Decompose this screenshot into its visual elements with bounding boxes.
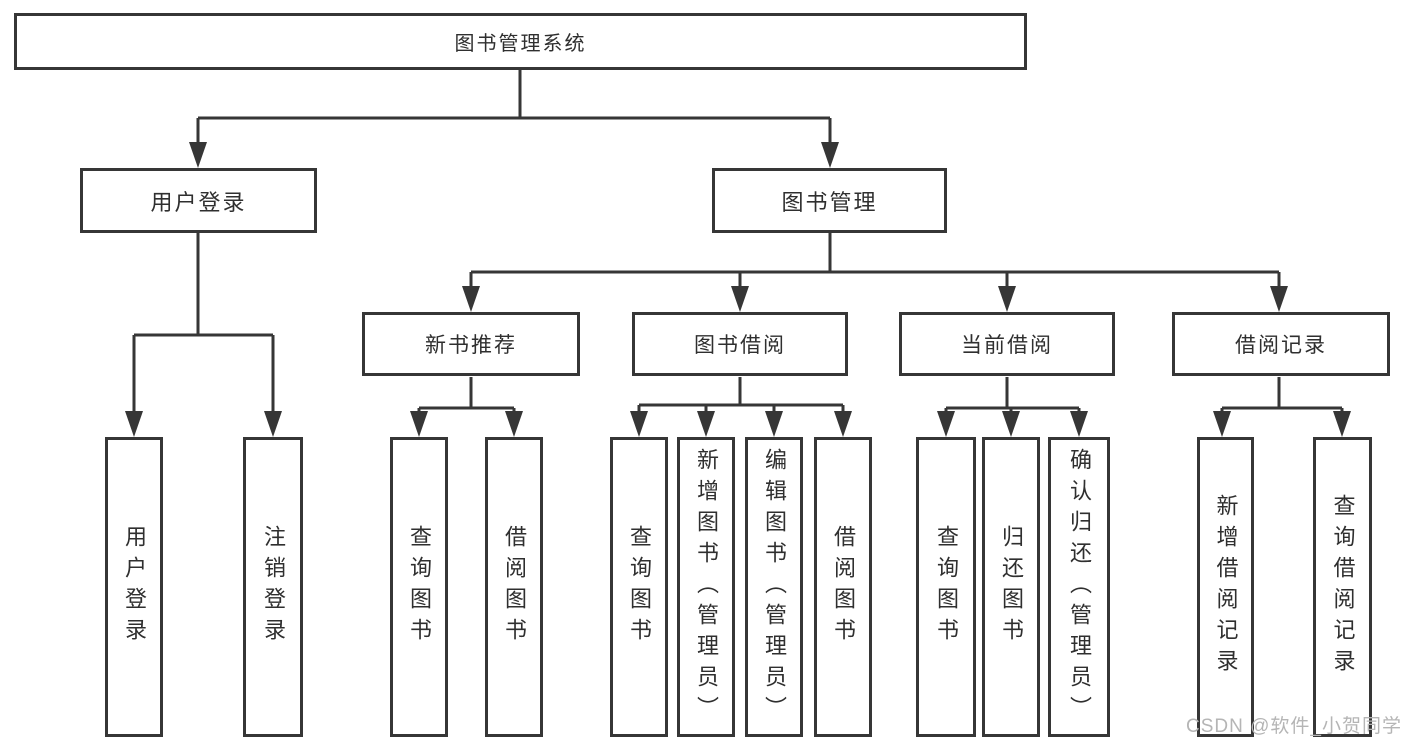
- node-new-book-recommend-label: 新书推荐: [425, 334, 517, 357]
- node-return-books-label: 归还图书: [999, 525, 1024, 649]
- node-confirm-return-admin-label: 确认归还（管理员）: [1067, 447, 1092, 727]
- node-user-login: 用户登录: [80, 168, 317, 233]
- node-login: 用户登录: [105, 437, 163, 737]
- csdn-watermark: CSDN @软件_小贺同学: [1186, 716, 1402, 737]
- node-add-borrow-record: 新增借阅记录: [1197, 437, 1254, 737]
- node-borrow-books-recommend: 借阅图书: [485, 437, 543, 737]
- node-logout: 注销登录: [243, 437, 303, 737]
- node-query-borrow-record: 查询借阅记录: [1313, 437, 1372, 737]
- node-confirm-return-admin: 确认归还（管理员）: [1048, 437, 1110, 737]
- node-query-books-recommend: 查询图书: [390, 437, 448, 737]
- node-edit-book-admin-label: 编辑图书（管理员）: [762, 447, 787, 727]
- node-borrow-books-borrowing-label: 借阅图书: [831, 525, 856, 649]
- node-borrow-books-borrowing: 借阅图书: [814, 437, 872, 737]
- node-query-books-current: 查询图书: [916, 437, 976, 737]
- node-logout-label: 注销登录: [261, 525, 286, 649]
- node-query-books-borrowing: 查询图书: [610, 437, 668, 737]
- node-query-books-recommend-label: 查询图书: [407, 525, 432, 649]
- node-new-book-recommend: 新书推荐: [362, 312, 580, 376]
- node-return-books: 归还图书: [982, 437, 1040, 737]
- node-root-label: 图书管理系统: [454, 33, 587, 55]
- node-add-book-admin: 新增图书（管理员）: [677, 437, 735, 737]
- node-current-borrowing-label: 当前借阅: [961, 334, 1053, 357]
- node-book-management-label: 图书管理: [781, 189, 878, 215]
- node-book-management: 图书管理: [712, 168, 947, 233]
- node-login-label: 用户登录: [122, 525, 147, 649]
- node-borrow-books-recommend-label: 借阅图书: [502, 525, 527, 649]
- node-current-borrowing: 当前借阅: [899, 312, 1115, 376]
- node-borrow-records: 借阅记录: [1172, 312, 1390, 376]
- node-edit-book-admin: 编辑图书（管理员）: [745, 437, 803, 737]
- node-user-login-label: 用户登录: [150, 189, 247, 215]
- node-add-borrow-record-label: 新增借阅记录: [1213, 494, 1239, 680]
- node-add-book-admin-label: 新增图书（管理员）: [694, 447, 719, 727]
- node-book-borrowing-label: 图书借阅: [694, 334, 786, 357]
- node-query-books-borrowing-label: 查询图书: [627, 525, 652, 649]
- node-query-borrow-record-label: 查询借阅记录: [1330, 494, 1356, 680]
- node-query-books-current-label: 查询图书: [934, 525, 959, 649]
- node-book-borrowing: 图书借阅: [632, 312, 848, 376]
- node-root: 图书管理系统: [14, 13, 1027, 70]
- node-borrow-records-label: 借阅记录: [1235, 334, 1327, 357]
